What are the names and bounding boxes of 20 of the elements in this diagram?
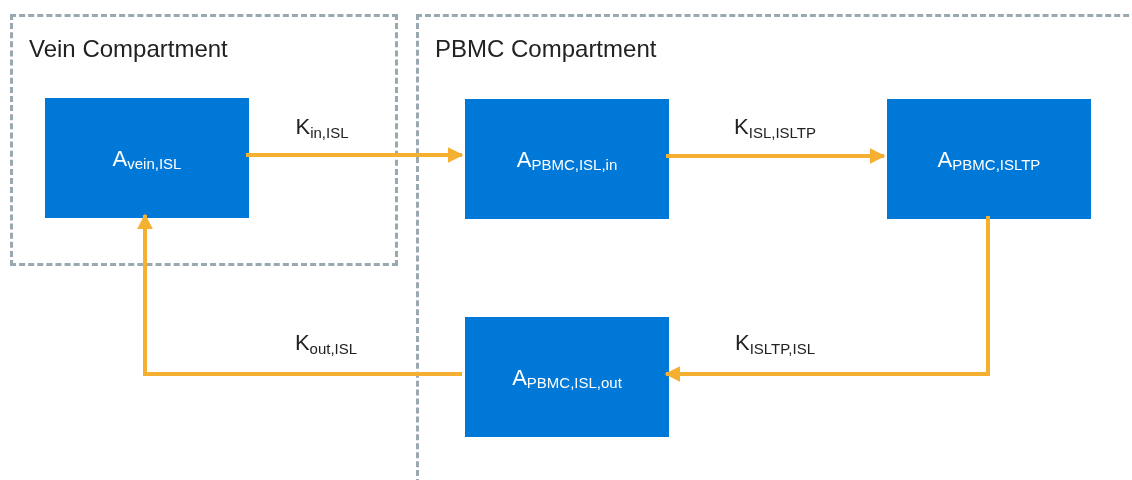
rate-constant-label: K$_{out,ISL}$ (294, 329, 358, 359)
compartment-frame (416, 14, 1132, 480)
rate-constant-label: K$_{ISL,ISLTP}$ (734, 113, 816, 143)
compartment-title: Vein Compartment (29, 34, 228, 64)
amount-label: A$_{vein,ISL}$ (112, 144, 182, 175)
arrow (137, 213, 462, 376)
amount-label: A$_{PBMC,ISL,in}$ (516, 145, 618, 176)
amount-box (45, 98, 249, 218)
amount-box (887, 99, 1091, 219)
rate-constant-label: K$_{ISLTP,ISL}$ (735, 329, 815, 359)
compartment-title: PBMC Compartment (435, 34, 657, 64)
arrow (664, 216, 990, 382)
arrow (666, 148, 886, 164)
amount-label: A$_{PBMC,ISL,out}$ (512, 363, 622, 394)
amount-box (465, 99, 669, 219)
amount-box (465, 317, 669, 437)
arrow (246, 147, 464, 163)
rate-constant-label: K$_{in,ISL}$ (295, 113, 349, 143)
amount-label: A$_{PBMC,ISLTP}$ (937, 145, 1041, 176)
compartment-frame (10, 14, 398, 266)
